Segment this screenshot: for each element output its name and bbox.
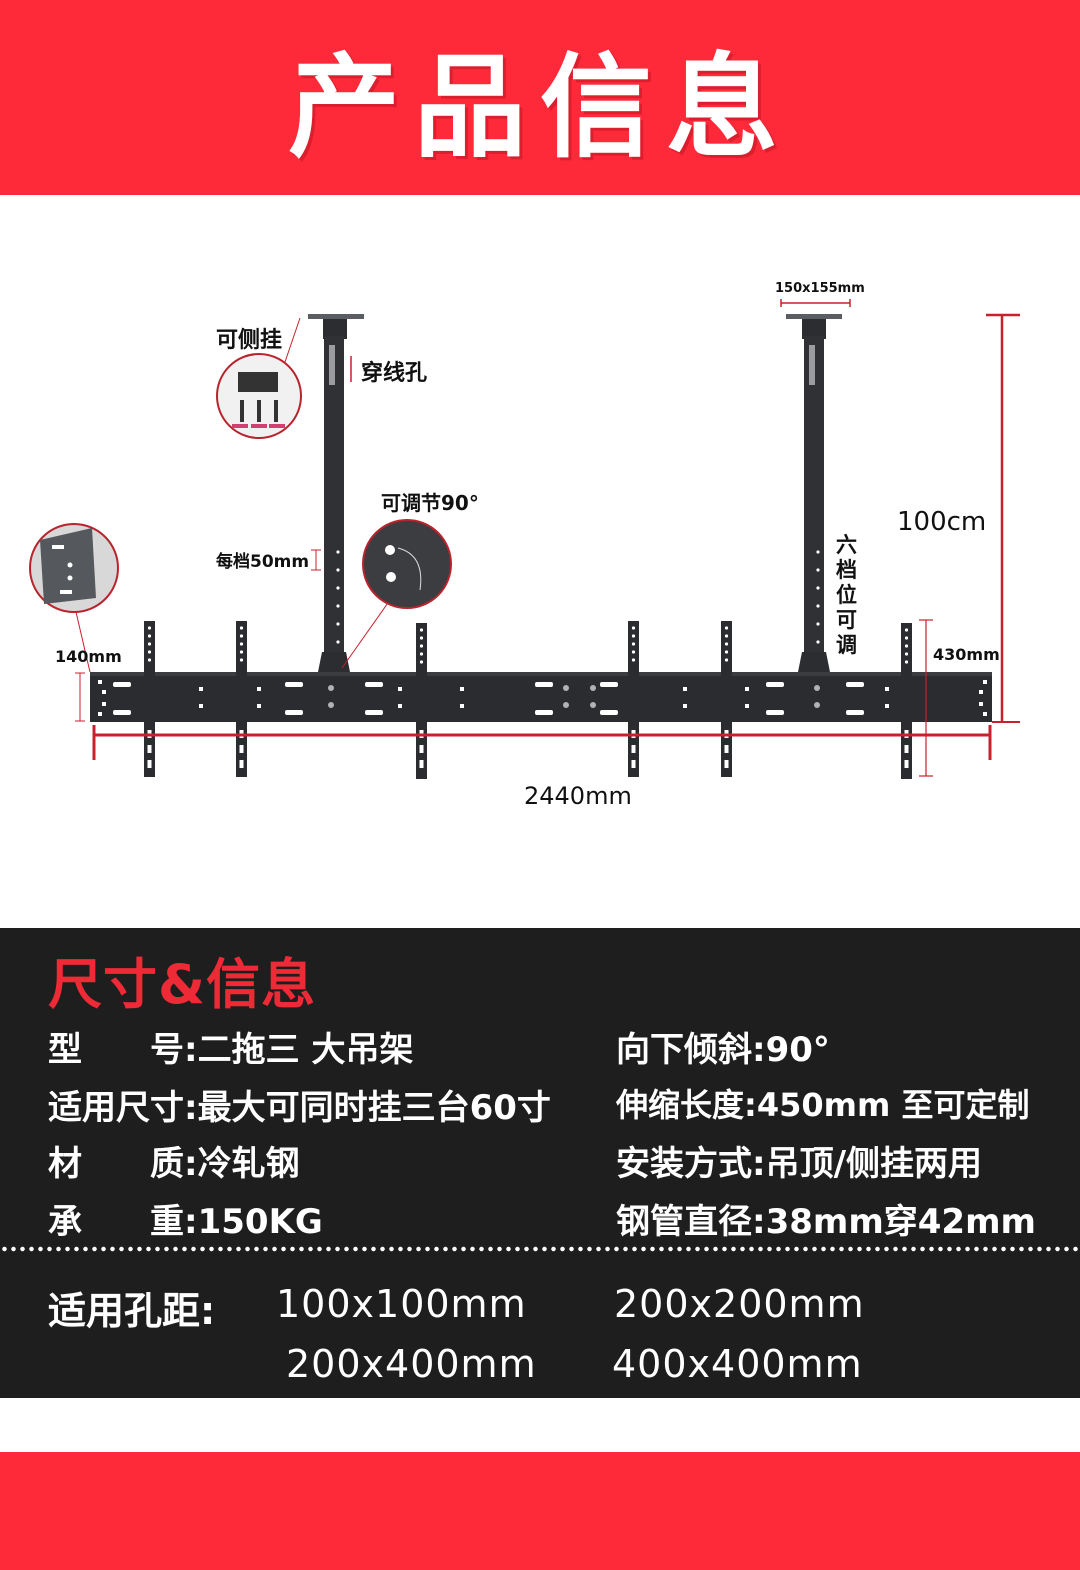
six-positions-label: 六档位可调 <box>836 533 857 657</box>
page-title: 产品信息 <box>288 42 792 173</box>
vesa-brackets <box>144 621 912 779</box>
step-size-label: 每档50mm <box>216 552 310 572</box>
side-mount-label: 可侧挂 <box>216 328 283 353</box>
hole-spacing-value: 200x400mm <box>286 1342 537 1386</box>
spec-material: 材 质:冷轧钢 <box>48 1144 300 1184</box>
right-pole <box>786 314 842 672</box>
bottom-banner <box>0 1452 1080 1570</box>
top-banner: 产品信息 <box>0 0 1080 195</box>
hole-spacing-label: 适用孔距: <box>48 1289 216 1333</box>
specs-panel: 尺寸&信息 型 号:二拖三 大吊架 适用尺寸:最大可同时挂三台60寸 材 质:冷… <box>0 928 1080 1398</box>
total-width-label: 2440mm <box>524 782 632 810</box>
dotted-divider <box>0 1246 1080 1252</box>
callout-tilt-joint <box>362 519 452 609</box>
specs-heading: 尺寸&信息 <box>48 953 317 1016</box>
ceiling-mount-illustration <box>29 299 1020 779</box>
dimension-lines <box>75 299 1020 777</box>
total-height-label: 100cm <box>897 507 987 537</box>
spec-model: 型 号:二拖三 大吊架 <box>48 1030 414 1070</box>
tilt-adjust-label: 可调节90° <box>381 491 479 515</box>
spec-load: 承 重:150KG <box>48 1202 323 1242</box>
product-diagram: 可侧挂 穿线孔 150x155mm 可调节90° 每档50mm 100cm 六档… <box>0 195 1080 930</box>
hole-spacing-value: 100x100mm <box>276 1282 527 1326</box>
left-pole <box>308 314 364 672</box>
callout-plate <box>29 523 119 613</box>
spec-tube-diameter: 钢管直径:38mm穿42mm <box>616 1202 1036 1242</box>
spec-applicable-size: 适用尺寸:最大可同时挂三台60寸 <box>48 1088 551 1128</box>
hole-spacing-value: 200x200mm <box>614 1282 865 1326</box>
ceiling-plate-size-label: 150x155mm <box>775 281 865 296</box>
hole-spacing-value: 400x400mm <box>612 1342 863 1386</box>
bracket-height-label: 430mm <box>933 645 1000 664</box>
bar-height-label: 140mm <box>55 647 122 666</box>
callout-side-mount <box>216 353 302 439</box>
cable-hole-label: 穿线孔 <box>361 361 428 386</box>
spec-tilt: 向下倾斜:90° <box>616 1030 830 1070</box>
spec-extension: 伸缩长度:450mm 至可定制 <box>616 1086 1030 1124</box>
spec-install-method: 安装方式:吊顶/侧挂两用 <box>616 1144 983 1184</box>
horizontal-bar <box>90 672 992 722</box>
